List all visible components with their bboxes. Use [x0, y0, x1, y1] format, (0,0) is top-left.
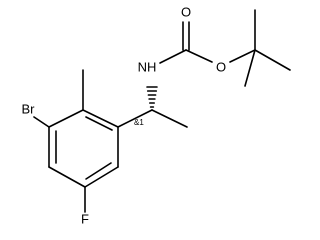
hashed-wedge-bond	[146, 86, 158, 108]
bond-nh-to-carbonyl	[159, 49, 187, 64]
bond-ring-inner-2	[85, 162, 112, 180]
bond-tbutyl-down	[244, 49, 256, 87]
bond-bromine	[33, 116, 50, 128]
stereo-label: &1	[134, 118, 144, 127]
bond-ring-4	[48, 166, 86, 188]
atom-label-carbonyl-oxygen: O	[181, 4, 191, 19]
bond-ring-to-chiral	[117, 109, 153, 128]
bond-carbonyl-to-ester-o	[185, 49, 213, 63]
bond-ring-1	[82, 109, 119, 128]
atom-label-ester-oxygen: O	[216, 59, 226, 74]
bond-chiral-methyl	[151, 109, 188, 128]
chemical-structure-diagram: Br F NH O O &1	[22, 4, 291, 226]
bond-ring-inner-1	[85, 116, 113, 131]
atom-label-nh: NH	[138, 59, 157, 74]
benzene-ring	[48, 109, 119, 188]
bond-ring-6	[48, 109, 84, 128]
bond-tbutyl-right	[254, 49, 291, 71]
atom-label-fluorine: F	[81, 211, 89, 226]
bond-ester-o-to-tbutyl	[229, 49, 256, 63]
bond-ring-3	[84, 166, 119, 188]
atom-label-bromine: Br	[22, 101, 36, 116]
